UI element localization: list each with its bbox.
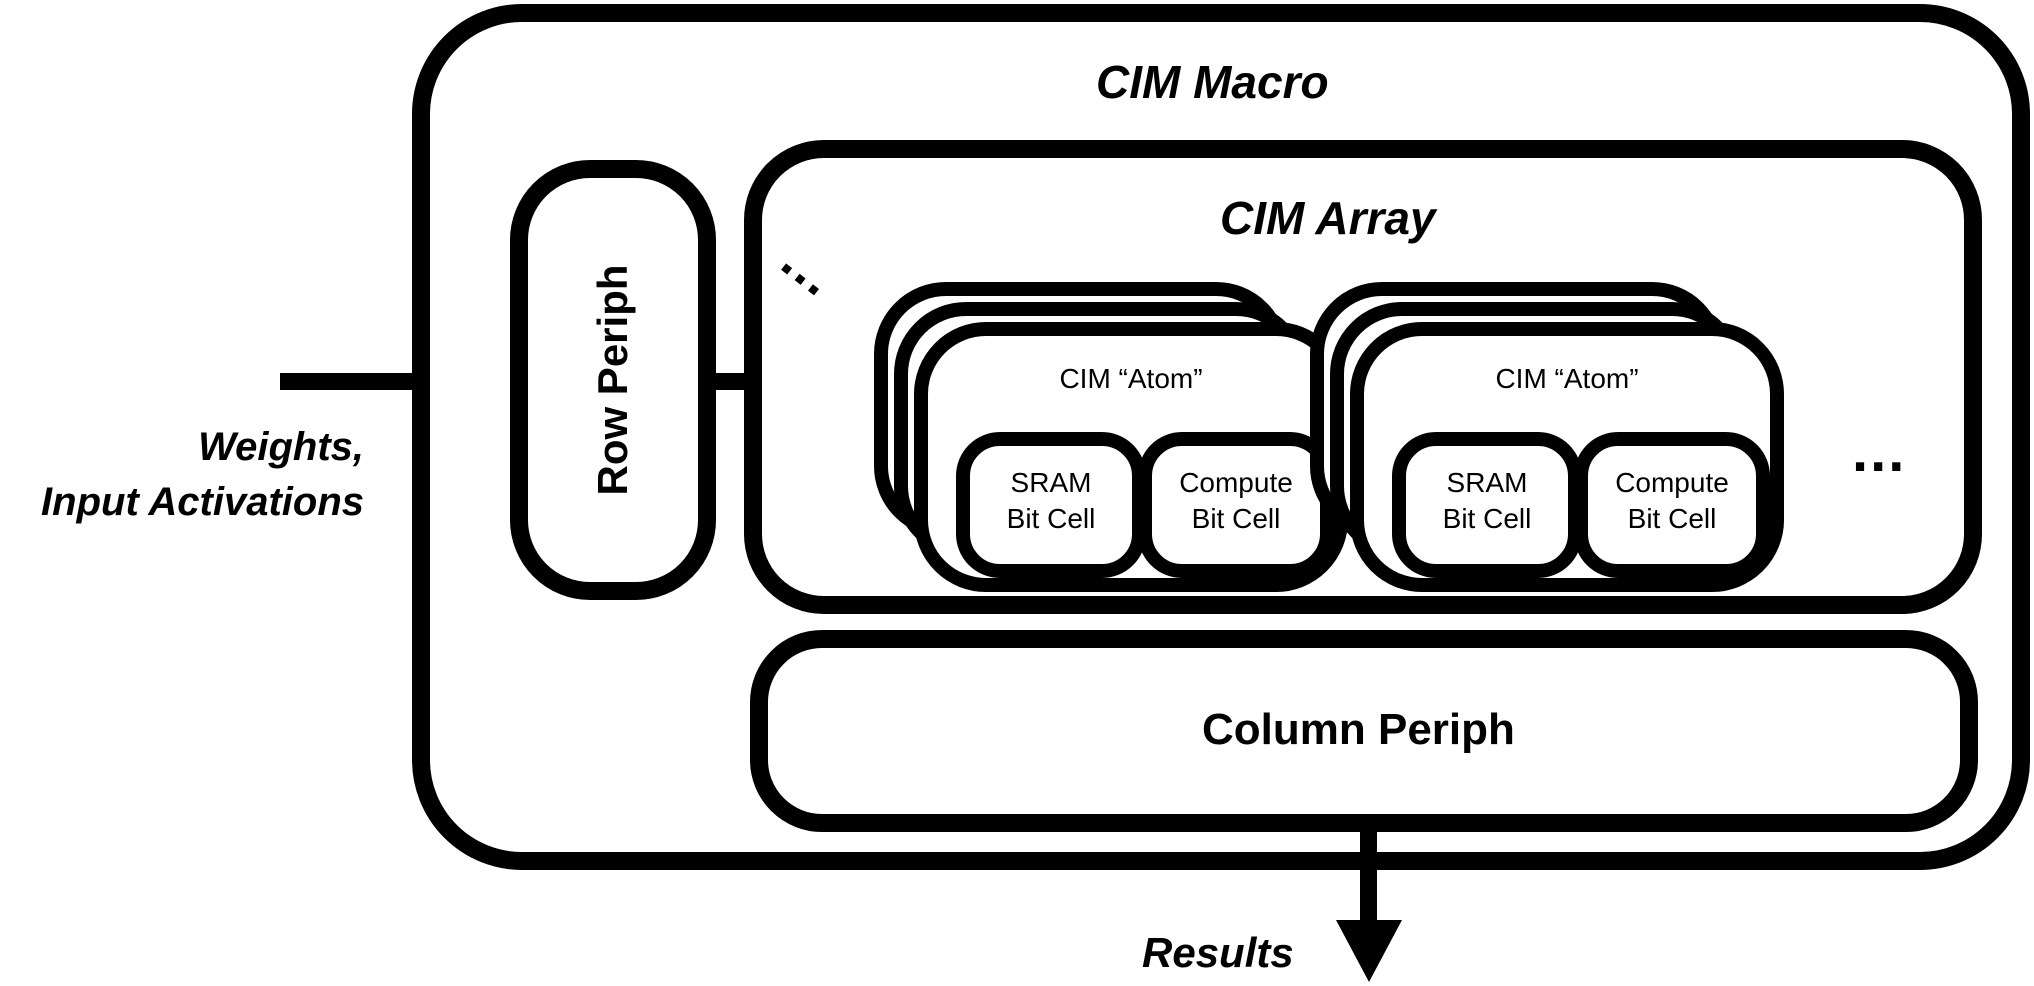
atom-2-title: CIM “Atom”	[1495, 363, 1639, 394]
atom-1-sram-cell: SRAM Bit Cell	[956, 432, 1146, 578]
output-arrow-line	[1360, 826, 1377, 926]
atom-2-compute-cell: Compute Bit Cell	[1574, 432, 1770, 578]
atom-2-compute-line2: Bit Cell	[1627, 503, 1717, 534]
atom-2-sram-line2: Bit Cell	[1442, 503, 1532, 534]
output-label: Results	[1142, 929, 1294, 976]
cim-macro-title: CIM Macro	[1096, 56, 1329, 108]
atom-1-compute-line2: Bit Cell	[1191, 503, 1281, 534]
atom-1-box: CIM “Atom” SRAM Bit Cell Compute Bit Cel…	[914, 322, 1348, 592]
row-periph-box	[510, 160, 716, 600]
atom-1-sram-line2: Bit Cell	[1006, 503, 1096, 534]
atom-1-sram-line1: SRAM	[1010, 467, 1092, 498]
atom-2-sram-line1: SRAM	[1446, 467, 1528, 498]
column-periph-label: Column Periph	[1202, 705, 1515, 754]
atom-2-compute-line1: Compute	[1615, 467, 1729, 498]
atom-2-sram-cell: SRAM Bit Cell	[1392, 432, 1582, 578]
atom-1-compute-cell: Compute Bit Cell	[1138, 432, 1334, 578]
array-right-ellipsis: ...	[1852, 419, 1907, 484]
row-periph-label: Row Periph	[589, 264, 636, 496]
input-label-line1: Weights,	[198, 425, 364, 469]
atom-1-title: CIM “Atom”	[1059, 363, 1203, 394]
cim-array-title: CIM Array	[1220, 192, 1436, 244]
input-label-line2: Input Activations	[41, 480, 364, 524]
column-periph-box	[750, 630, 1978, 832]
output-arrow-head	[1336, 920, 1402, 982]
atom-2-box: CIM “Atom” SRAM Bit Cell Compute Bit Cel…	[1350, 322, 1784, 592]
atom-1-compute-line1: Compute	[1179, 467, 1293, 498]
row-periph-connector	[712, 373, 752, 390]
